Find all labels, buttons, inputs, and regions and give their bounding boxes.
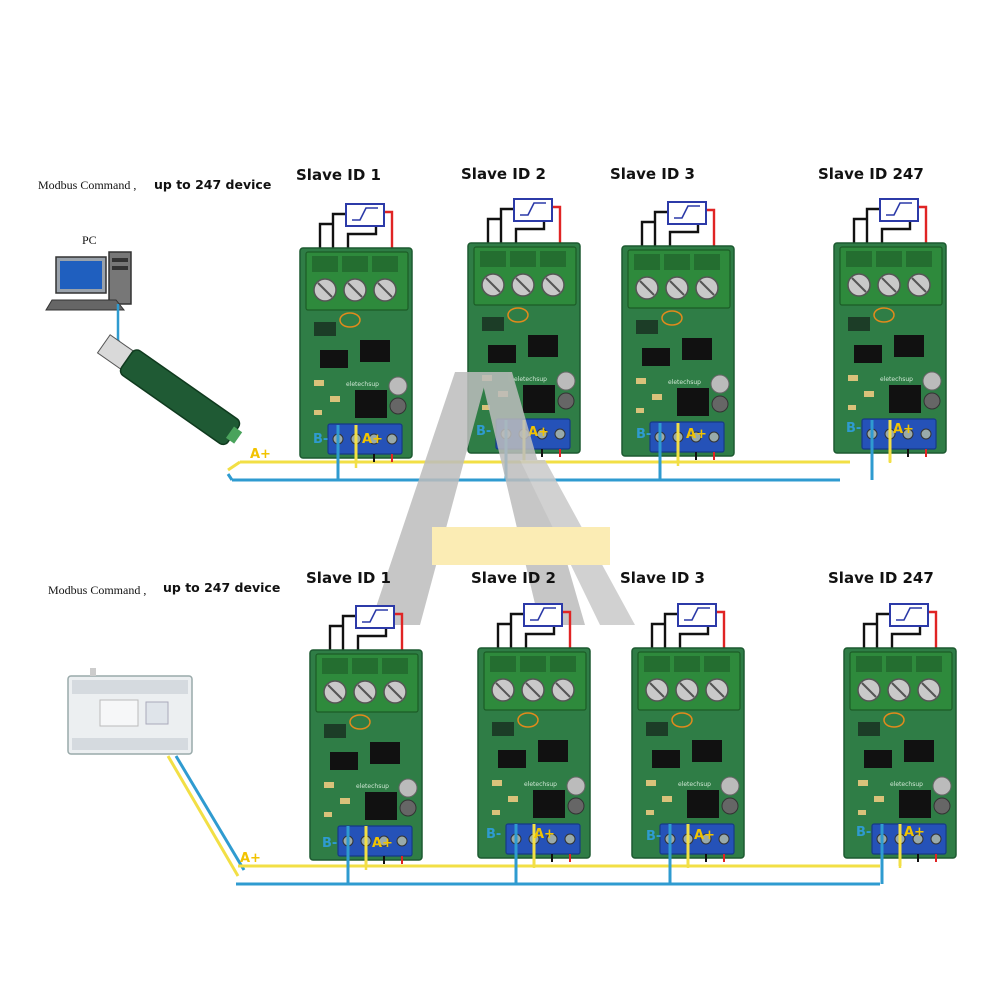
top-b-label-1: B- (313, 432, 328, 447)
bottom-slave-title-247: Slave ID 247 (828, 569, 934, 587)
bottom-command-label: Modbus Command , (48, 583, 146, 597)
top-a-label-247: A+ (893, 422, 914, 437)
top-slave-title-1: Slave ID 1 (296, 166, 381, 184)
bottom-b-label-1: B- (322, 836, 337, 851)
plc-controller-icon (67, 668, 193, 755)
desktop-computer-icon (45, 251, 132, 311)
bottom-slave-title-1: Slave ID 1 (306, 569, 391, 587)
watermark-logo (370, 372, 635, 625)
bottom-a-label-3: A+ (694, 828, 715, 843)
bottom-b-label-3: B- (646, 829, 661, 844)
top-a-label-3: A+ (686, 427, 707, 442)
top-a-label-1: A+ (362, 432, 383, 447)
bottom-slave-title-3: Slave ID 3 (620, 569, 705, 587)
top-b-label-2: B- (476, 424, 491, 439)
top-command-label: Modbus Command , (38, 178, 136, 192)
bottom-command-bold: up to 247 device (163, 580, 280, 595)
top-slave-title-3: Slave ID 3 (610, 165, 695, 183)
top-slave-title-2: Slave ID 2 (461, 165, 546, 183)
top-a-label-2: A+ (528, 425, 549, 440)
bottom-a-label-1: A+ (372, 836, 393, 851)
bottom-a-label-2: A+ (534, 827, 555, 842)
top-slave-title-247: Slave ID 247 (818, 165, 924, 183)
top-b-label-3: B- (636, 427, 651, 442)
pc-label: PC (82, 233, 97, 247)
bottom-slave-title-2: Slave ID 2 (471, 569, 556, 587)
top-command-bold: up to 247 device (154, 177, 271, 192)
usb-rs485-adapter-icon (96, 334, 243, 446)
top-bus-a-label: A+ (250, 447, 271, 462)
bottom-bus-a-label: A+ (240, 851, 261, 866)
bottom-a-label-247: A+ (904, 825, 925, 840)
top-b-label-247: B- (846, 421, 861, 436)
bottom-b-label-247: B- (856, 825, 871, 840)
bottom-b-label-2: B- (486, 827, 501, 842)
